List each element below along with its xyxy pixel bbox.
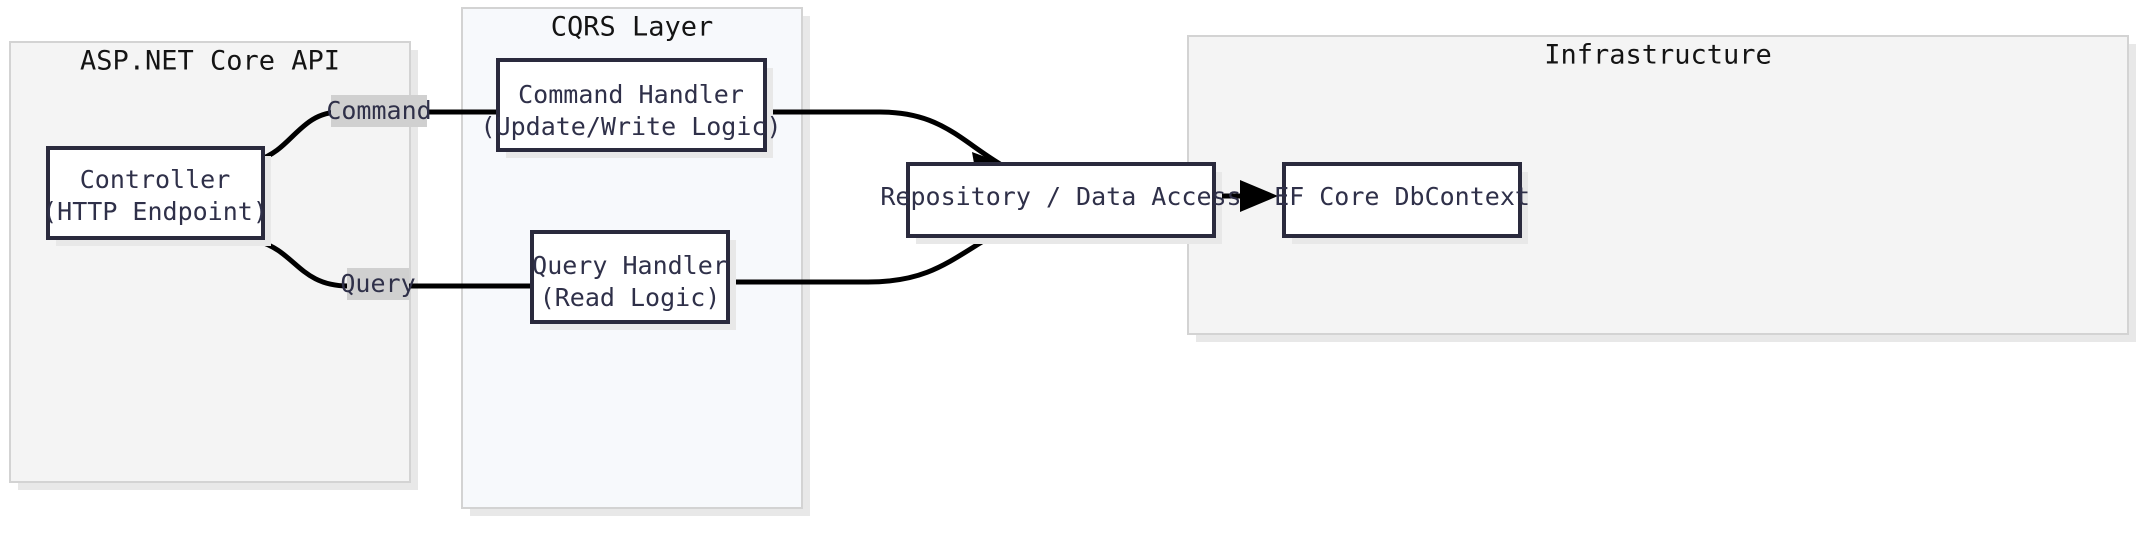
node-query-handler-label-line1: Query Handler [532, 251, 728, 280]
edge-controller-query-path [257, 238, 704, 289]
node-command-handler-label-line2: (Update/Write Logic) [480, 112, 781, 141]
node-controller[interactable]: Controller (HTTP Endpoint) [42, 146, 271, 246]
edge-label-query: Query [340, 268, 416, 300]
node-query-handler-label-line2: (Read Logic) [540, 283, 721, 312]
edge-label-command: Command [326, 95, 432, 127]
node-query-handler[interactable]: Query Handler (Read Logic) [530, 230, 736, 330]
node-dbcontext[interactable]: EF Core DbContext [1274, 162, 1530, 244]
cluster-cqrs-label: CQRS Layer [551, 12, 714, 43]
node-repository-label: Repository / Data Access [880, 182, 1241, 211]
node-command-handler-label-line1: Command Handler [518, 80, 744, 109]
node-controller-rect[interactable] [46, 146, 265, 240]
edge-label-command-text: Command [326, 96, 431, 125]
node-command-handler-rect[interactable] [496, 58, 767, 152]
edge-label-query-bg [347, 268, 409, 300]
node-controller-label-line2: (HTTP Endpoint) [42, 197, 268, 226]
node-repository-rect[interactable] [906, 162, 1216, 238]
node-dbcontext-rect[interactable] [1282, 162, 1522, 238]
edge-command-repository-path [765, 109, 1002, 167]
edge-repository-dbcontext-arrowhead [1240, 180, 1278, 212]
edge-label-query-text: Query [340, 269, 415, 298]
node-controller-label-line1: Controller [80, 165, 231, 194]
node-repository[interactable]: Repository / Data Access [880, 162, 1242, 244]
cluster-api-label: ASP.NET Core API [80, 46, 340, 77]
node-dbcontext-label: EF Core DbContext [1274, 182, 1530, 211]
node-query-handler-rect[interactable] [530, 230, 730, 324]
cluster-infra-label: Infrastructure [1544, 40, 1772, 71]
edge-label-command-bg [331, 95, 427, 127]
node-command-handler[interactable]: Command Handler (Update/Write Logic) [480, 58, 782, 158]
